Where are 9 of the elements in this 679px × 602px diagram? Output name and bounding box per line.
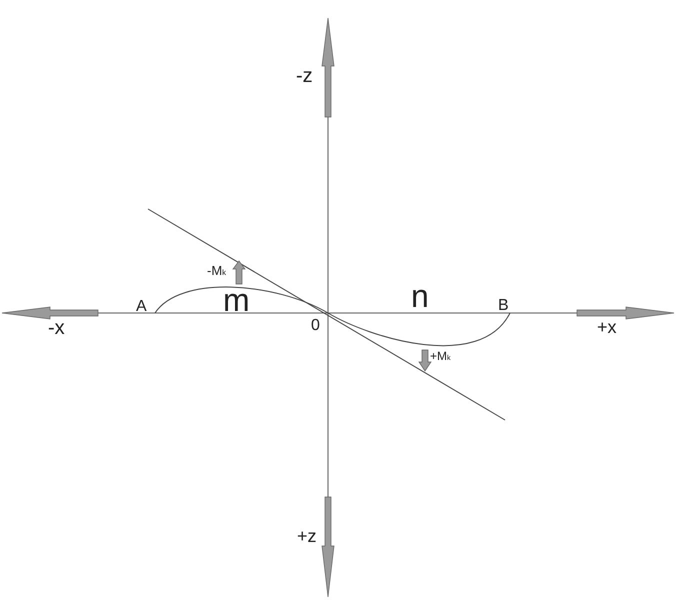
segment-label: m	[223, 284, 250, 316]
axis-label: +z	[297, 527, 317, 545]
point-label: A	[136, 299, 147, 315]
axis-label: +x	[597, 318, 617, 336]
origin-label: 0	[311, 318, 320, 334]
axis-label: -z	[296, 66, 313, 86]
axis-label: -x	[48, 318, 65, 338]
point-label: B	[498, 298, 509, 314]
segment-label: n	[411, 280, 429, 312]
